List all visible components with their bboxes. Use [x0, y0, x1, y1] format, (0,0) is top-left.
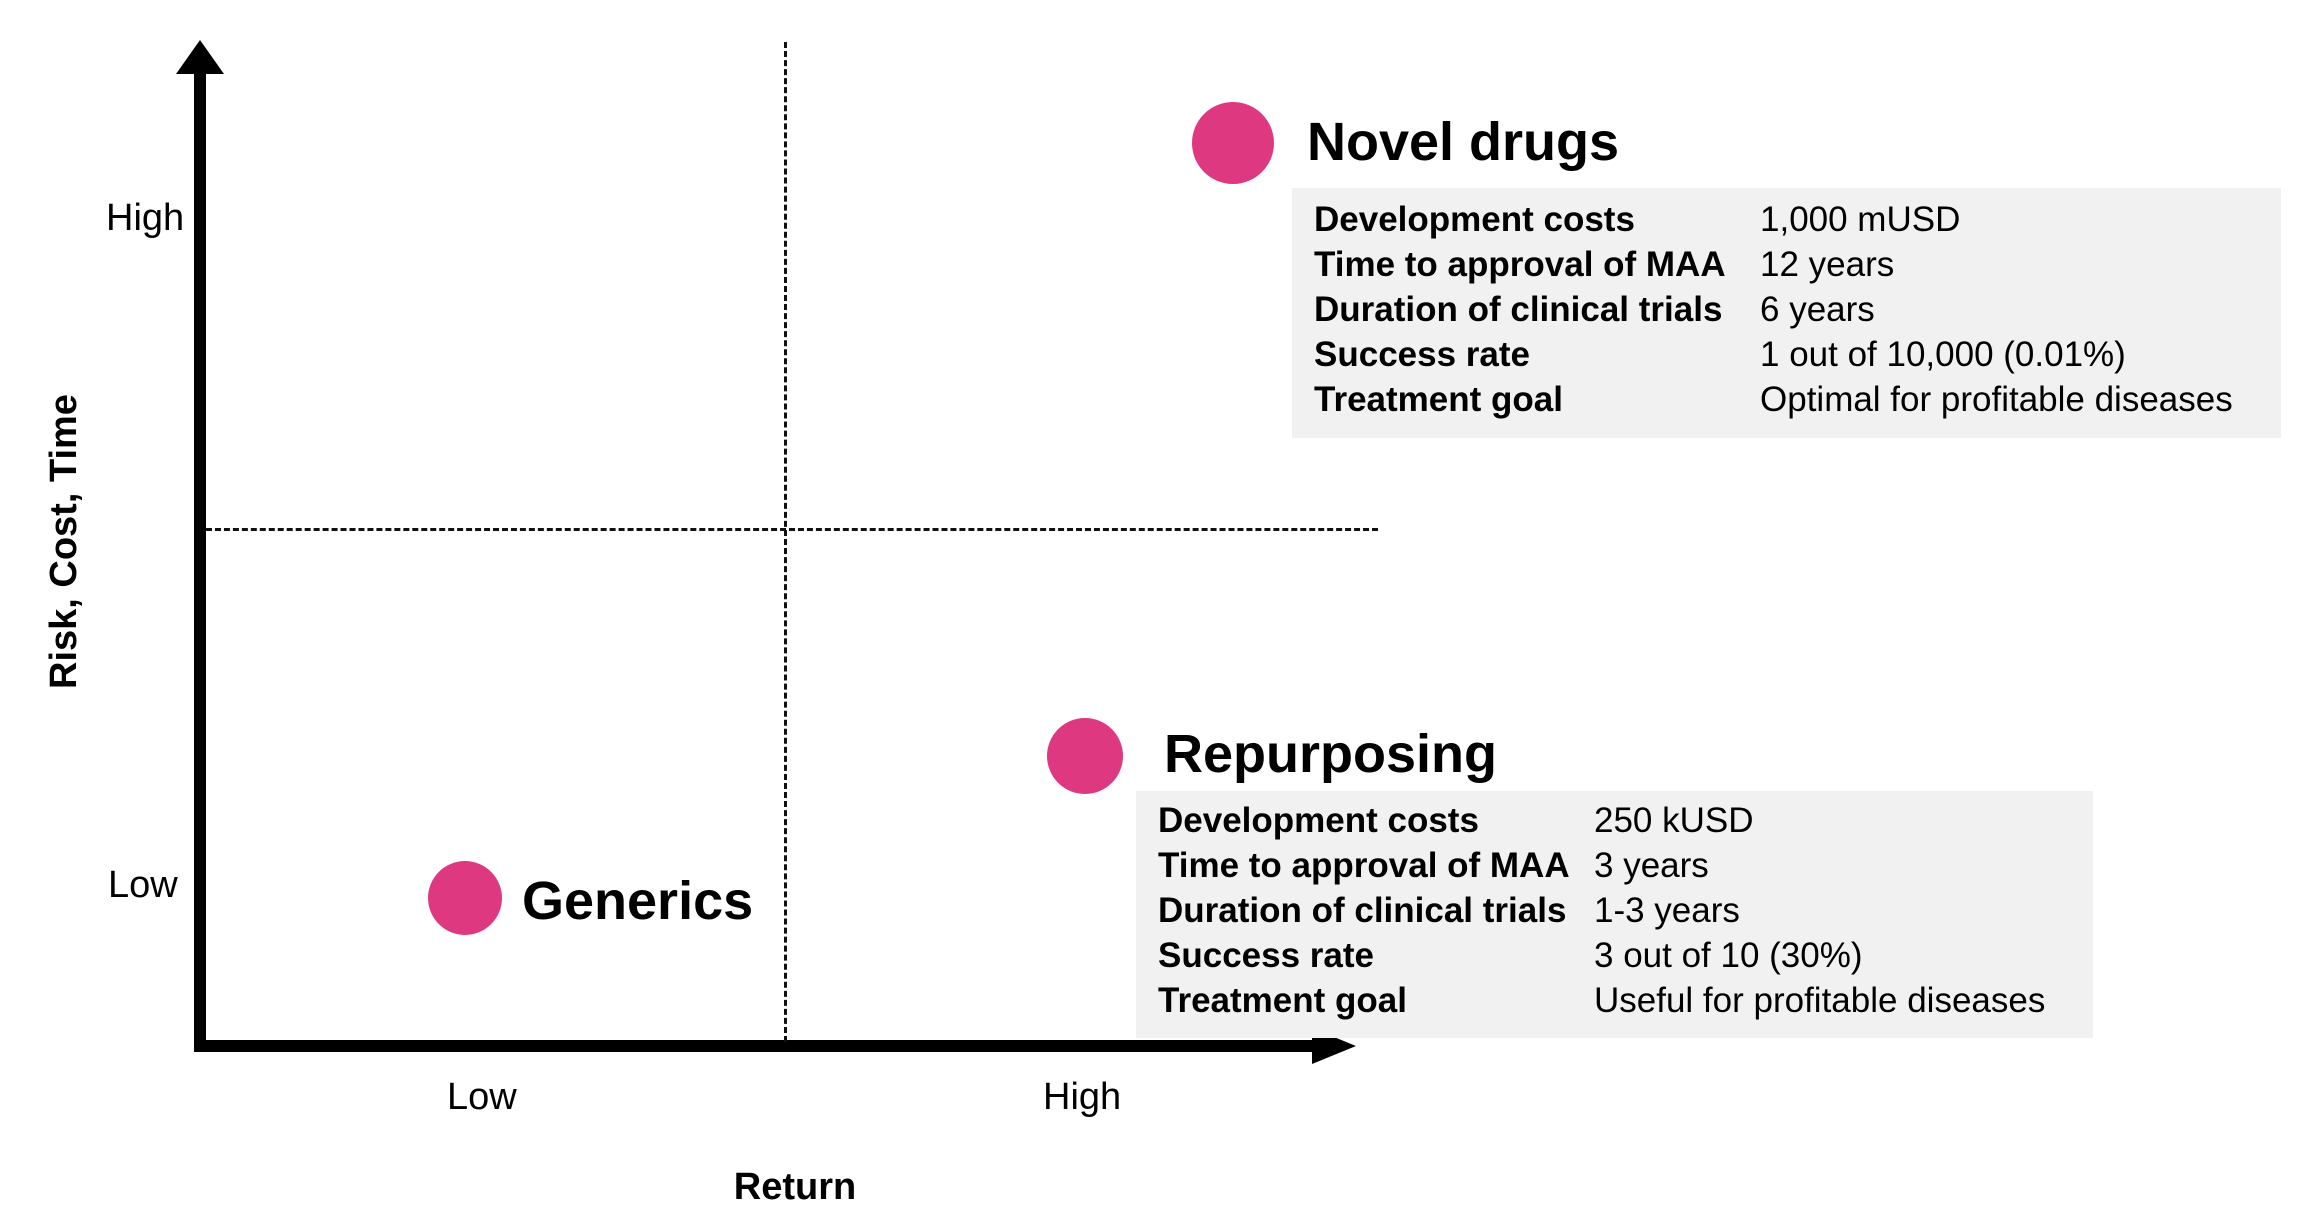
y-axis-tick-high: High: [106, 197, 185, 239]
bubble-label-novel-drugs: Novel drugs: [1307, 112, 1620, 172]
info-row: Treatment goal Useful for profitable dis…: [1136, 983, 2093, 1028]
info-value: Optimal for profitable diseases: [1760, 380, 2233, 419]
info-value: 6 years: [1760, 290, 1875, 329]
bubble-marker-generics[interactable]: [428, 861, 502, 935]
info-label: Success rate: [1314, 335, 1530, 374]
x-axis-tick-high: High: [1043, 1076, 1122, 1118]
info-row: Duration of clinical trials 1-3 years: [1136, 893, 2093, 938]
info-panel-novel-drugs: Development costs 1,000 mUSD Time to app…: [1292, 188, 2281, 438]
info-row: Time to approval of MAA 12 years: [1292, 247, 2281, 292]
y-axis-arrowhead-icon: [176, 40, 224, 74]
bubble-marker-repurposing[interactable]: [1047, 718, 1123, 794]
info-row: Success rate 3 out of 10 (30%): [1136, 938, 2093, 983]
bubble-label-repurposing: Repurposing: [1164, 724, 1497, 784]
info-label: Duration of clinical trials: [1158, 891, 1567, 930]
info-label: Duration of clinical trials: [1314, 290, 1723, 329]
info-row: Development costs 250 kUSD: [1136, 803, 2093, 848]
info-row: Duration of clinical trials 6 years: [1292, 292, 2281, 337]
info-label: Treatment goal: [1158, 981, 1407, 1020]
info-value: 12 years: [1760, 245, 1895, 284]
y-axis-line: [194, 70, 206, 1048]
info-label: Treatment goal: [1314, 380, 1563, 419]
info-value: 1,000 mUSD: [1760, 200, 1961, 239]
info-label: Development costs: [1314, 200, 1635, 239]
bubble-marker-novel-drugs[interactable]: [1192, 102, 1274, 184]
y-axis-tick-low: Low: [108, 864, 178, 906]
x-axis-tick-low: Low: [447, 1076, 517, 1118]
info-row: Success rate 1 out of 10,000 (0.01%): [1292, 337, 2281, 382]
y-axis-title: Risk, Cost, Time: [43, 394, 85, 689]
horizontal-quadrant-divider: [206, 528, 1378, 531]
vertical-quadrant-divider: [784, 42, 787, 1042]
info-label: Time to approval of MAA: [1314, 245, 1726, 284]
info-label: Success rate: [1158, 936, 1374, 975]
info-value: 3 years: [1594, 846, 1709, 885]
info-label: Time to approval of MAA: [1158, 846, 1570, 885]
info-value: 1 out of 10,000 (0.01%): [1760, 335, 2126, 374]
info-value: 250 kUSD: [1594, 801, 1754, 840]
info-panel-repurposing: Development costs 250 kUSD Time to appro…: [1136, 791, 2093, 1038]
info-label: Development costs: [1158, 801, 1479, 840]
info-value: Useful for profitable diseases: [1594, 981, 2046, 1020]
info-value: 1-3 years: [1594, 891, 1740, 930]
info-row: Time to approval of MAA 3 years: [1136, 848, 2093, 893]
x-axis-line: [194, 1040, 1316, 1052]
info-value: 3 out of 10 (30%): [1594, 936, 1863, 975]
info-row: Treatment goal Optimal for profitable di…: [1292, 382, 2281, 427]
x-axis-title: Return: [733, 1166, 857, 1208]
bubble-label-generics: Generics: [522, 871, 754, 931]
info-row: Development costs 1,000 mUSD: [1292, 202, 2281, 247]
